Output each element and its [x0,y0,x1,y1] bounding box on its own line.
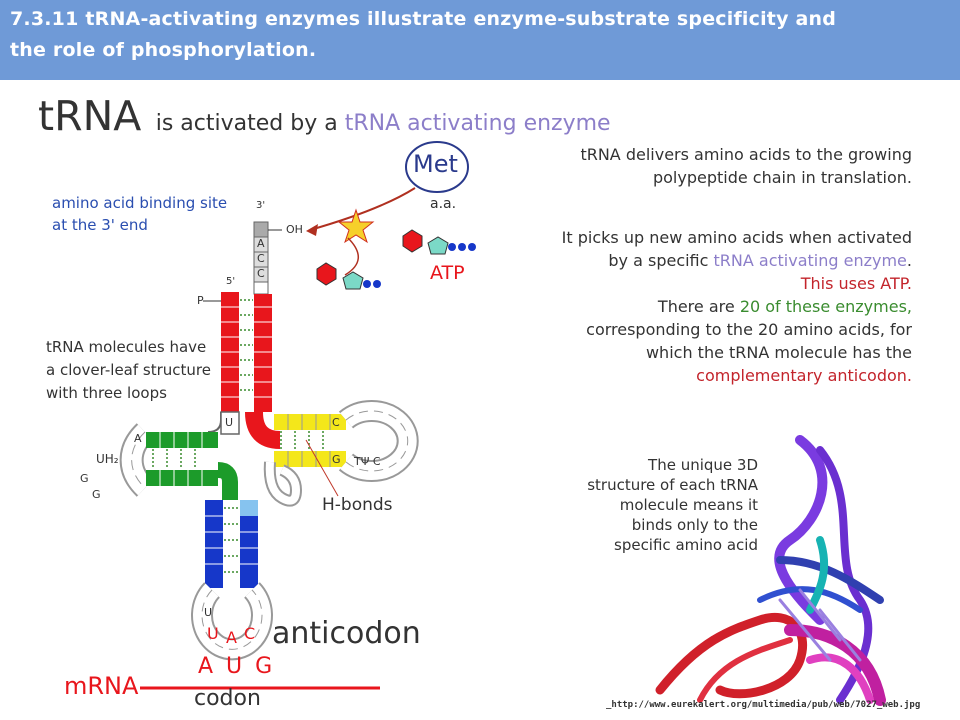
trna-3d-model [655,435,886,706]
aa-label: a.a. [430,196,457,212]
right-p1-line-2: polypeptide chain in translation. [652,168,912,187]
clover-label-line-2: a clover-leaf structure [46,361,211,379]
atp-reaction-line [344,237,359,276]
binding-site-label-line-1: amino acid binding site [52,194,228,212]
diagram-heading: tRNA is activated by a tRNA activating e… [38,92,611,140]
aa-arrow [309,187,416,231]
stem-connector-left [207,412,222,433]
anticodon-letter-a: A [226,628,237,647]
slide-title-line-2: the role of phosphorylation. [10,39,317,61]
heading-trna: tRNA [38,92,142,140]
atp-molecule-upper [402,229,476,255]
clover-label-line-3: with three loops [46,384,167,402]
right-paragraph-2: It picks up new amino acids when activat… [562,226,912,387]
acc-boxes [253,221,269,295]
caption-3d: The unique 3D structure of each tRNA mol… [568,455,758,555]
anticodon-loop [191,582,273,661]
right-p2-line-1: It picks up new amino acids when activat… [561,228,912,247]
d-loop [119,423,238,500]
anticodon-label: anticodon [272,616,421,651]
aa-arrowhead [306,224,318,236]
u-anti-label: U [204,606,213,619]
right-paragraph-1: tRNA delivers amino acids to the growing… [580,143,912,189]
u-box-left [220,411,240,435]
right-p2-line-2-plain: by a specific [608,251,709,270]
three-prime-label: 3' [256,200,266,211]
clover-label-line-1: tRNA molecules have [46,338,207,356]
slide-title-line-1: 7.3.11 tRNA-activating enzymes illustrat… [10,8,837,30]
heading-rest: is activated by a tRNA activating enzyme [156,111,611,136]
heading-rest-plain: is activated by a [155,111,338,136]
atp-label: ATP [430,262,465,284]
uh2-label: UH₂ [96,452,119,466]
binding-site-label-line-2: at the 3' end [52,216,148,234]
g-bottom-label: G [332,453,341,466]
codon-letters: A U G [198,654,276,679]
caption-3d-line-4: binds only to the [631,516,758,534]
right-p2-line-6: which the tRNA molecule has the [645,343,912,362]
right-p2-line-2-end: . [906,251,912,270]
oh-label: OH [286,223,303,236]
right-p2-line-4-green: 20 of these enzymes, [739,297,912,316]
caption-3d-line-2: structure of each tRNA [587,476,758,494]
p-label: P [197,294,204,307]
met-label: Met [413,150,458,178]
right-p2-line-7: complementary anticodon. [696,366,912,385]
right-p2-line-4-plain: There are [657,297,735,316]
right-p2-line-3: This uses ATP. [800,274,912,293]
atp-molecule-lower [316,262,381,290]
header-bar: 7.3.11 tRNA-activating enzymes illustrat… [0,0,960,80]
hbonds-pointer [305,439,339,497]
hbonds-label: H-bonds [322,495,393,515]
right-p2-line-4: There are 20 of these enzymes, [562,295,912,318]
caption-3d-line-5: specific amino acid [614,536,758,554]
variable-loop-inner [265,461,301,505]
acc-c2-label: C [257,267,265,280]
reaction-star-icon [337,208,375,244]
acc-a-label: A [257,237,265,250]
met-circle [405,141,469,193]
heading-rest-purple: tRNA activating enzyme [344,111,611,136]
c-top-label: C [332,416,340,429]
source-url: _http://www.eurekalert.org/multimedia/pu… [606,700,921,710]
t-psi-c-label: TΨ C [354,455,381,468]
acc-c1-label: C [257,252,265,265]
red-curve [245,411,281,449]
t-loop [274,400,419,482]
loop-a-label: A [134,432,142,445]
anticodon-letter-u: U [207,624,219,643]
right-p2-line-2-purple: tRNA activating enzyme [713,251,907,270]
loop-g1-label: G [80,472,89,485]
anticodon-letter-c: C [244,624,256,643]
u-left-label: U [225,416,234,429]
five-prime-label: 5' [226,276,236,287]
loop-g2-label: G [92,488,101,501]
right-p1-line-1: tRNA delivers amino acids to the growing [580,145,912,164]
acceptor-stem [203,292,272,412]
right-p2-line-2: by a specific tRNA activating enzyme. [562,249,912,272]
anticodon-stem [205,500,258,588]
caption-3d-line-3: molecule means it [619,496,758,514]
caption-3d-line-1: The unique 3D [648,456,758,474]
right-p2-line-5: corresponding to the 20 amino acids, for [586,320,912,339]
mrna-label: mRNA [64,672,139,700]
codon-label: codon [194,686,261,711]
